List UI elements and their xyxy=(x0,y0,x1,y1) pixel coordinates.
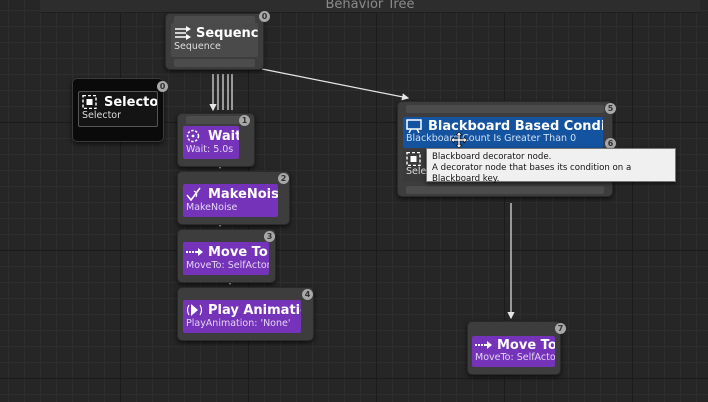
graph-title: Behavior Tree xyxy=(325,0,415,12)
node-title: Wait xyxy=(208,128,239,144)
node-title: Move To xyxy=(208,244,268,260)
execution-index-badge: 4 xyxy=(302,289,313,300)
move-cursor-icon xyxy=(451,132,467,148)
sequence-body: Sequence Sequence xyxy=(171,23,258,57)
node-title: Move To xyxy=(497,337,555,353)
move-to-node[interactable]: 7 Move To MoveTo: SelfActor xyxy=(467,321,566,375)
make-noise-body: MakeNoise MakeNoise xyxy=(183,184,278,217)
wire-sequence-to-blackboard xyxy=(261,68,410,101)
move-to-body: Move To MoveTo: SelfActor xyxy=(472,336,555,367)
execution-index-badge: 1 xyxy=(239,115,250,126)
wire-sequence-to-children xyxy=(209,74,233,112)
tooltip-line-2: A decorator node that bases its conditio… xyxy=(432,163,632,184)
move-to-body: Move To MoveTo: SelfActor xyxy=(183,242,269,275)
wait-body: Wait Wait: 5.0s xyxy=(183,126,239,159)
make-noise-node[interactable]: 2 MakeNoise MakeNoise xyxy=(177,171,290,225)
node-subtitle: Wait: 5.0s xyxy=(186,144,234,155)
graph-header: Behavior Tree xyxy=(40,0,700,13)
node-subtitle: MoveTo: SelfActor xyxy=(186,260,269,271)
node-title: Play Animation xyxy=(208,302,301,318)
input-pin[interactable] xyxy=(174,16,255,24)
node-subtitle: MakeNoise xyxy=(186,202,238,213)
execution-index-badge: 0 xyxy=(157,81,168,92)
selector-icon xyxy=(82,95,100,109)
make-noise-icon xyxy=(186,187,204,201)
move-to-icon xyxy=(475,338,493,352)
play-animation-node[interactable]: 4 Play Animation PlayAnimation: 'None' xyxy=(177,287,314,341)
node-subtitle: Blackboard Count Is Greater Than 0 xyxy=(406,133,577,144)
node-title: Selector xyxy=(104,94,158,110)
wait-icon xyxy=(186,129,204,143)
sequence-node[interactable]: 0 Sequence Sequence xyxy=(165,11,270,70)
node-title: Sequence xyxy=(196,25,258,41)
selector-body: Selector Selector xyxy=(78,91,158,127)
sequence-icon xyxy=(174,26,192,40)
node-subtitle: Selec xyxy=(406,166,432,177)
selector-node[interactable]: 0 Selector Selector xyxy=(72,78,168,142)
wait-node[interactable]: 1 Wait Wait: 5.0s xyxy=(177,113,255,167)
execution-index-badge: 3 xyxy=(264,231,275,242)
selector-icon xyxy=(406,152,424,166)
node-subtitle: PlayAnimation: 'None' xyxy=(186,318,291,329)
output-pin[interactable] xyxy=(174,59,255,67)
output-pin[interactable] xyxy=(406,186,604,194)
node-title: Blackboard Based Condition xyxy=(428,118,603,134)
play-animation-body: Play Animation PlayAnimation: 'None' xyxy=(183,300,301,333)
move-to-icon xyxy=(186,245,204,259)
execution-index-badge: 7 xyxy=(555,323,566,334)
play-animation-icon xyxy=(186,303,204,317)
node-subtitle: MoveTo: SelfActor xyxy=(475,352,555,363)
execution-index-badge: 5 xyxy=(605,103,616,114)
node-subtitle: Sequence xyxy=(174,41,221,52)
blackboard-decorator-body[interactable]: Blackboard Based Condition Blackboard Co… xyxy=(403,117,603,148)
execution-index-badge: 2 xyxy=(278,173,289,184)
input-pin[interactable] xyxy=(406,105,604,113)
node-subtitle: Selector xyxy=(82,110,122,121)
blackboard-icon xyxy=(406,119,424,133)
input-pin[interactable] xyxy=(186,116,246,124)
node-title: MakeNoise xyxy=(208,186,278,202)
execution-index-badge: 0 xyxy=(259,11,270,22)
move-to-node[interactable]: 3 Move To MoveTo: SelfActor xyxy=(177,229,276,283)
decorator-index-badge: 6 xyxy=(605,138,616,149)
tooltip: Blackboard decorator node. A decorator n… xyxy=(426,148,676,184)
tooltip-line-1: Blackboard decorator node. xyxy=(432,152,552,162)
